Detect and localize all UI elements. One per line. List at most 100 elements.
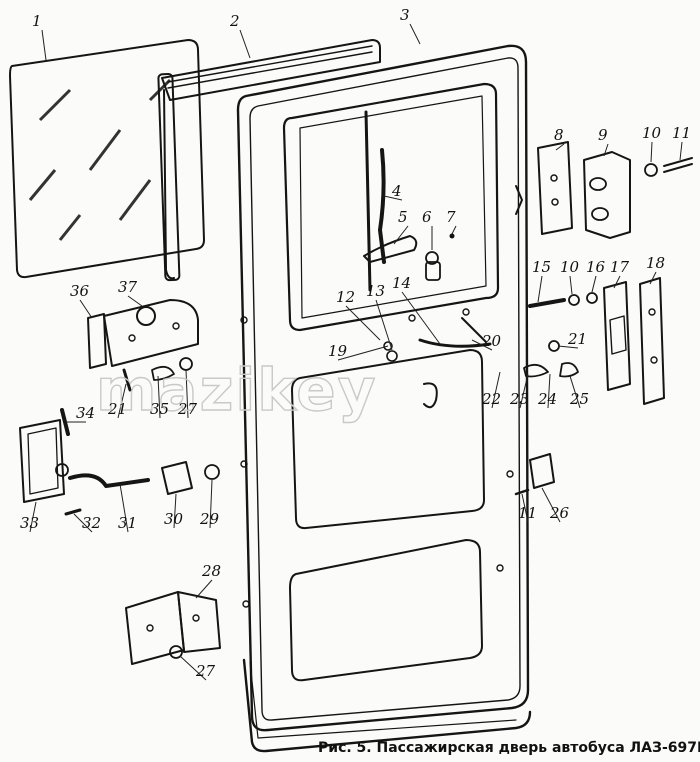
callout-number: 27 — [177, 400, 198, 418]
handle-assembly — [363, 233, 455, 281]
callout-number: 36 — [70, 282, 90, 300]
callout-number: 31 — [118, 514, 137, 532]
leader-line — [613, 275, 621, 289]
leader-line — [337, 345, 389, 361]
leader-line — [557, 345, 579, 349]
latch-group — [528, 277, 665, 405]
callout-number: 18 — [646, 254, 665, 272]
callout-number: 29 — [199, 510, 220, 528]
upper-hinge — [87, 299, 199, 392]
callout-number: 9 — [598, 126, 608, 144]
leader-line — [491, 371, 501, 409]
hinge-washer — [204, 464, 220, 480]
door-panel — [236, 44, 532, 753]
leader-line — [185, 369, 189, 419]
callout-number: 3 — [400, 6, 410, 24]
window-seal — [157, 39, 381, 282]
stop-block — [529, 453, 555, 489]
leader-line — [541, 487, 561, 523]
leader-line — [591, 275, 597, 293]
leader-line — [375, 299, 393, 351]
leader-line — [29, 501, 37, 533]
leader-line — [409, 23, 421, 45]
hinge-nut — [161, 461, 193, 495]
callout-number: 23 — [509, 390, 529, 408]
leader-line — [73, 513, 93, 533]
callout-number: 27 — [195, 662, 216, 680]
leader-line — [521, 493, 529, 523]
callout-number: 10 — [642, 124, 662, 142]
callout-number: 19 — [328, 342, 348, 360]
leader-line — [649, 271, 657, 285]
leader-line — [157, 375, 161, 419]
leader-line — [401, 291, 441, 345]
callout-number: 1 — [32, 12, 42, 30]
stop-screw — [514, 488, 530, 496]
callout-number: 17 — [610, 258, 630, 276]
leader-line — [547, 373, 551, 409]
leader-line — [451, 225, 457, 235]
callout-number: 35 — [150, 400, 169, 418]
callout-number: 24 — [537, 390, 557, 408]
callout-number: 32 — [82, 514, 101, 532]
callout-number: 5 — [398, 208, 408, 226]
callout-number: 11 — [672, 124, 691, 142]
leader-line — [179, 655, 207, 681]
guide-strip — [378, 148, 386, 264]
watermark: mazikey — [96, 356, 377, 424]
leader-line — [383, 195, 403, 201]
callout-number: 26 — [549, 504, 570, 522]
callout-number: 33 — [20, 514, 39, 532]
leader-line — [569, 275, 573, 295]
callout-number: 13 — [366, 282, 385, 300]
callout-number: 8 — [554, 126, 564, 144]
leader-line — [79, 299, 93, 319]
leader-line — [195, 579, 213, 599]
leader-line — [117, 383, 127, 419]
lower-hinge — [125, 591, 221, 665]
callout-number: 30 — [164, 510, 184, 528]
callout-number: 25 — [569, 390, 589, 408]
lock-plate-group — [537, 141, 693, 239]
callout-number: 28 — [201, 562, 221, 580]
callout-number: 20 — [481, 332, 502, 350]
leader-line — [127, 295, 143, 307]
figure-caption: Рис. 5. Пассажирская дверь автобуса ЛАЗ-… — [318, 740, 700, 756]
leader-line — [471, 339, 493, 351]
leader-line — [537, 275, 543, 303]
callout-number: 12 — [336, 288, 355, 306]
leader-line — [650, 141, 653, 163]
leader-line — [173, 493, 177, 529]
leader-line — [555, 143, 565, 151]
leader-line — [679, 141, 683, 161]
leader-line — [345, 305, 381, 341]
leader-line — [603, 143, 609, 157]
callout-number: 21 — [567, 330, 587, 348]
callout-number: 37 — [118, 278, 138, 296]
leader-line — [569, 375, 581, 409]
callout-number: 4 — [391, 182, 402, 200]
callout-number: 14 — [392, 274, 411, 292]
callout-number: 2 — [229, 12, 240, 30]
callout-number: 10 — [560, 258, 580, 276]
leader-line — [519, 373, 529, 409]
callout-number: 6 — [422, 208, 432, 226]
callout-number: 16 — [586, 258, 606, 276]
leader-line — [119, 483, 129, 533]
callout-number: 22 — [481, 390, 501, 408]
leader-lines — [29, 23, 683, 681]
door-stay-bracket — [19, 408, 150, 516]
callout-number: 7 — [446, 208, 456, 226]
leader-line — [239, 29, 251, 59]
callout-number: 11 — [518, 504, 537, 522]
leader-line — [41, 29, 47, 61]
callout-number: 15 — [532, 258, 551, 276]
callout-number: 21 — [107, 400, 127, 418]
callout-number: 34 — [76, 404, 95, 422]
glass-pane — [9, 39, 205, 279]
leader-line — [209, 479, 213, 529]
leader-line — [393, 225, 409, 245]
